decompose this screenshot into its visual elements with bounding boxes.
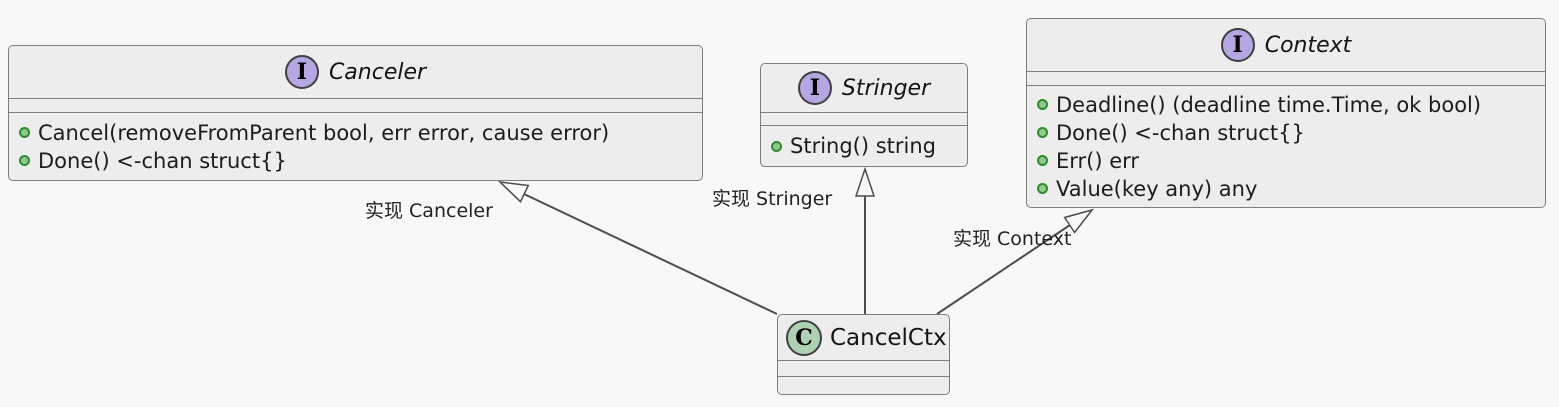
class-name: Context xyxy=(1264,32,1352,58)
class-title-context: I Context xyxy=(1027,19,1545,71)
method-signature: String() string xyxy=(790,134,937,158)
methods-compartment: Cancel(removeFromParent bool, err error,… xyxy=(9,112,702,180)
public-method-bullet-icon xyxy=(19,127,30,138)
method-signature: Err() err xyxy=(1056,148,1140,173)
realization-arrowhead xyxy=(854,166,876,197)
method-signature: Deadline() (deadline time.Time, ok bool) xyxy=(1056,92,1482,117)
class-box-stringer: I Stringer String() string xyxy=(760,63,968,167)
class-title-canceler: I Canceler xyxy=(9,46,702,98)
method-row: String() string xyxy=(771,132,959,160)
method-row: Done() <-chan struct{} xyxy=(19,147,694,175)
class-box-cancelctx: C CancelCtx xyxy=(777,314,950,395)
class-name: Stringer xyxy=(841,75,931,101)
relation-label-stringer: 实现 Stringer xyxy=(712,188,833,210)
method-row: Done() <-chan struct{} xyxy=(1037,119,1537,147)
method-signature: Done() <-chan struct{} xyxy=(38,148,287,173)
public-method-bullet-icon xyxy=(1037,183,1048,194)
public-method-bullet-icon xyxy=(771,140,782,152)
method-signature: Done() <-chan struct{} xyxy=(1056,120,1305,145)
class-box-canceler: I Canceler Cancel(removeFromParent bool,… xyxy=(8,45,703,181)
class-title-stringer: I Stringer xyxy=(761,64,967,112)
interface-icon: I xyxy=(1220,28,1255,62)
interface-icon: I xyxy=(797,71,832,105)
method-row: Deadline() (deadline time.Time, ok bool) xyxy=(1037,91,1537,119)
fields-compartment xyxy=(778,360,949,376)
methods-compartment: Deadline() (deadline time.Time, ok bool)… xyxy=(1027,85,1545,207)
method-signature: Cancel(removeFromParent bool, err error,… xyxy=(38,120,610,145)
relation-label-context: 实现 Context xyxy=(953,228,1072,250)
method-row: Err() err xyxy=(1037,147,1537,175)
public-method-bullet-icon xyxy=(1037,127,1048,138)
method-row: Value(key any) any xyxy=(1037,175,1537,203)
class-icon: C xyxy=(786,319,822,356)
method-row: Cancel(removeFromParent bool, err error,… xyxy=(19,119,694,147)
edge-cancelctx-stringer xyxy=(854,166,876,314)
class-title-cancelctx: C CancelCtx xyxy=(778,315,949,360)
class-name: Canceler xyxy=(328,59,427,85)
method-signature: Value(key any) any xyxy=(1056,176,1258,201)
fields-compartment xyxy=(9,98,702,112)
relation-label-canceler: 实现 Canceler xyxy=(365,200,493,222)
public-method-bullet-icon xyxy=(19,155,30,166)
fields-compartment xyxy=(1027,71,1545,85)
class-box-context: I Context Deadline() (deadline time.Time… xyxy=(1026,18,1546,208)
methods-compartment: String() string xyxy=(761,125,967,166)
fields-compartment xyxy=(761,112,967,125)
public-method-bullet-icon xyxy=(1037,99,1048,110)
realization-arrowhead xyxy=(497,180,530,203)
interface-icon: I xyxy=(284,55,319,89)
class-name: CancelCtx xyxy=(830,324,947,351)
methods-compartment xyxy=(778,376,949,394)
public-method-bullet-icon xyxy=(1037,155,1048,166)
